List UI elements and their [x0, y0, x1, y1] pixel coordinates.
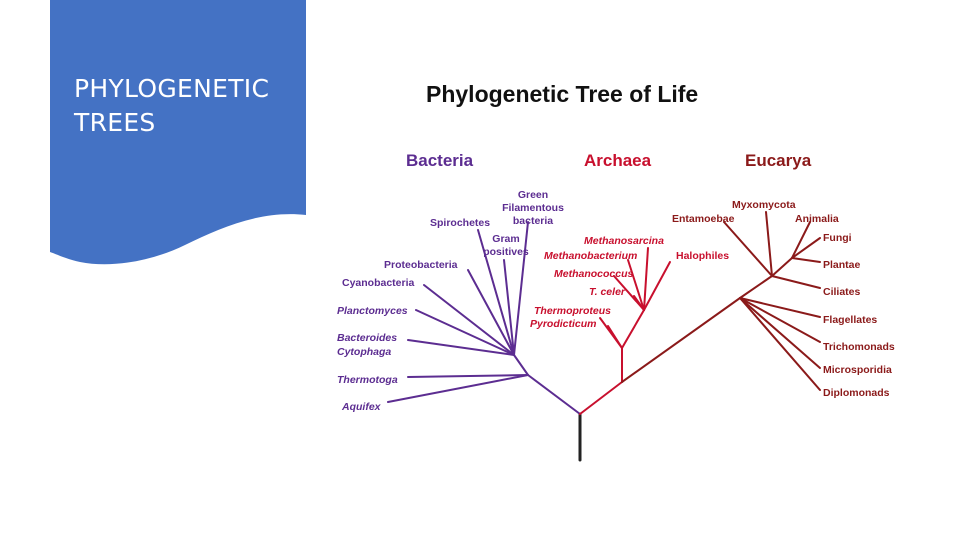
branch-animalia: [791, 221, 811, 259]
phylogenetic-tree-diagram: Phylogenetic Tree of Life Bacteria Archa…: [337, 81, 895, 462]
panel-background: [50, 0, 306, 265]
branch-bacteroides: [407, 339, 515, 356]
branch-methanococcus: [613, 275, 645, 311]
taxon-proteobacteria: Proteobacteria: [384, 259, 458, 271]
branch-pyrodicticum: [607, 325, 623, 349]
branch-spirochetes: [477, 229, 515, 356]
taxon-green-filamentous-line-1: Green: [518, 189, 548, 201]
taxon-pyrodicticum: Pyrodicticum: [530, 318, 597, 330]
branch-eucarya-upper: [739, 275, 773, 299]
slide-title-line-2: TREES: [74, 108, 156, 137]
branch-proteobacteria: [467, 269, 515, 356]
slide-title-line-1: PHYLOGENETIC: [74, 74, 270, 103]
taxon-plantae: Plantae: [823, 259, 861, 271]
taxon-fungi: Fungi: [823, 232, 852, 244]
branch-diplomonads: [739, 297, 821, 391]
taxon-green-filamentous-line-3: bacteria: [513, 215, 553, 227]
branch-eucarya-stem: [621, 297, 741, 383]
figure-title: Phylogenetic Tree of Life: [426, 81, 698, 107]
branch-planctomyces: [415, 309, 515, 356]
taxon-methanobacterium: Methanobacterium: [544, 250, 637, 262]
taxon-gram-positives-line-1: Gram: [492, 233, 519, 245]
title-panel: [50, 0, 306, 265]
taxon-spirochetes: Spirochetes: [430, 217, 490, 229]
domain-label-eucarya: Eucarya: [745, 151, 812, 170]
branch-methanobacterium: [627, 259, 645, 311]
branch-bacteria-stem: [527, 374, 581, 415]
taxon-planctomyces: Planctomyces: [337, 305, 408, 317]
taxon-animalia: Animalia: [795, 213, 839, 225]
branch-trichomonads: [739, 297, 821, 343]
branch-thermotoga: [407, 374, 529, 378]
branch-plantae: [791, 257, 821, 263]
taxon-trichomonads: Trichomonads: [823, 341, 895, 353]
taxon-ciliates: Ciliates: [823, 286, 861, 298]
taxon-thermoproteus: Thermoproteus: [534, 305, 611, 317]
branch-crown-node: [771, 257, 793, 277]
taxon-halophiles: Halophiles: [676, 250, 729, 262]
branch-archaea-eucarya-stem: [579, 381, 623, 415]
taxon-thermotoga: Thermotoga: [337, 374, 398, 386]
branch-halophiles: [643, 261, 671, 311]
branch-cyanobacteria: [423, 284, 515, 356]
taxon-flagellates: Flagellates: [823, 314, 877, 326]
domain-label-bacteria: Bacteria: [406, 151, 474, 170]
taxon-green-filamentous-line-2: Filamentous: [502, 202, 564, 214]
branch-green-filamentous: [513, 221, 529, 356]
slide-title: PHYLOGENETIC TREES: [74, 72, 304, 140]
branch-gram-positives: [503, 259, 515, 356]
taxon-methanococcus: Methanococcus: [554, 268, 634, 280]
domain-label-archaea: Archaea: [584, 151, 652, 170]
branch-myxomycota: [765, 211, 773, 277]
taxon-methanosarcina: Methanosarcina: [584, 235, 664, 247]
branch-ciliates: [771, 275, 821, 289]
taxon-cyanobacteria: Cyanobacteria: [342, 277, 415, 289]
branch-flagellates: [739, 297, 821, 318]
taxon-entamoebae: Entamoebae: [672, 213, 735, 225]
branch-archaea-node: [621, 309, 645, 349]
taxon-gram-positives-line-2: positives: [483, 246, 529, 258]
bacteria-branches: [387, 221, 581, 415]
tree-of-life-figure: Phylogenetic Tree of Life Bacteria Archa…: [332, 70, 912, 468]
taxon-aquifex: Aquifex: [341, 401, 382, 413]
branch-entamoebae: [723, 221, 773, 277]
taxon-myxomycota: Myxomycota: [732, 199, 796, 211]
eucarya-branches: [621, 211, 821, 391]
branch-methanosarcina: [643, 247, 649, 311]
taxon-microsporidia: Microsporidia: [823, 364, 892, 376]
taxon-bacteroides-line-1: Bacteroides: [337, 332, 397, 344]
branch-microsporidia: [739, 297, 821, 369]
branch-fungi: [791, 237, 821, 259]
taxon-bacteroides-line-2: Cytophaga: [337, 346, 391, 358]
taxon-t-celer: T. celer: [589, 286, 626, 298]
taxon-diplomonads: Diplomonads: [823, 387, 890, 399]
branch-bacteria-node: [513, 354, 529, 376]
branch-aquifex: [387, 374, 529, 403]
archaea-branches: [579, 247, 671, 415]
